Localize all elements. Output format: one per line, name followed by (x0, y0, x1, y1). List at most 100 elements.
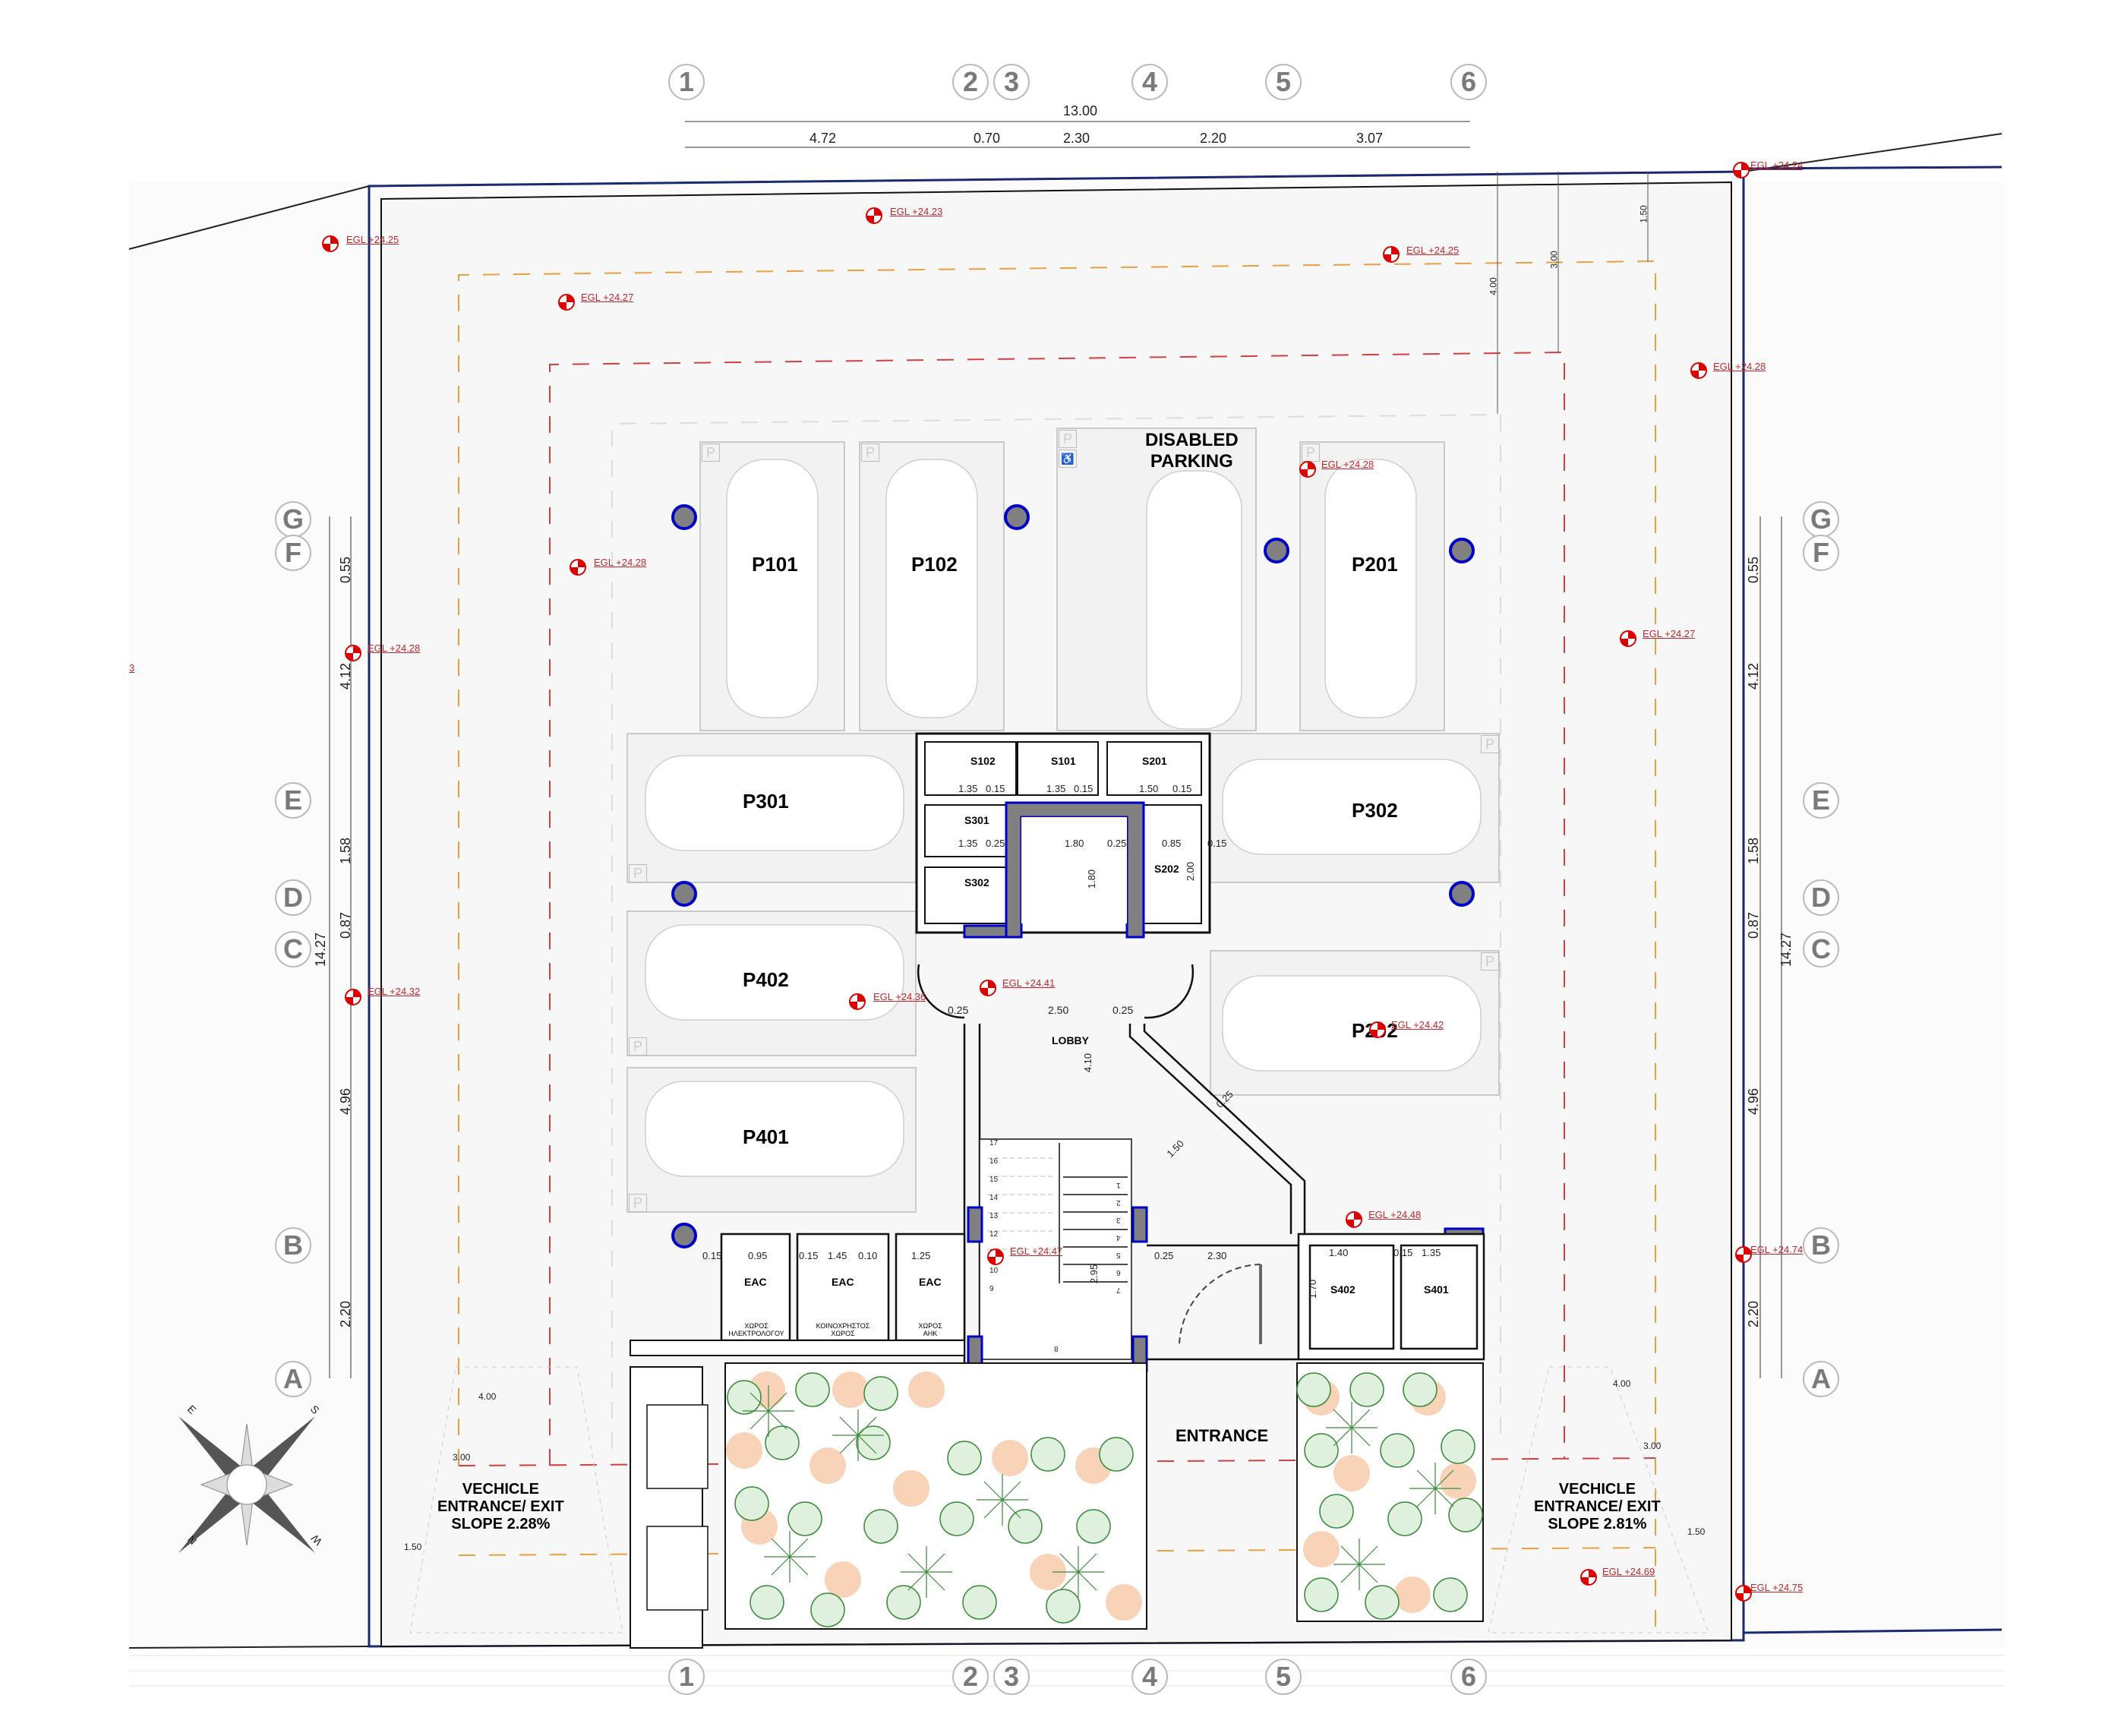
dim-seg-3: 2.30 (1063, 131, 1090, 146)
storage-label-s201: S201 (1142, 755, 1167, 767)
storage-label-s302: S302 (964, 876, 989, 889)
structural-column (671, 1223, 697, 1248)
dim-left-seg-2: 4.12 (338, 662, 354, 690)
dim-s102-width: 1.35 (958, 783, 978, 794)
egl-marker-icon (1346, 1211, 1362, 1228)
lobby-label: LOBBY (1052, 1034, 1089, 1046)
dim-s202-depth: 2.00 (1185, 861, 1197, 882)
egl-marker-icon (1620, 630, 1636, 647)
storage-label-s202: S202 (1154, 863, 1179, 875)
eac-room-1-sub-line2: ΗΛΕΚΤΡΟΛΟΓΟΥ (728, 1329, 784, 1337)
stair-step-number: 17 (989, 1139, 999, 1147)
parking-bay-label-p102: P102 (911, 553, 958, 576)
dim-s202-width: 0.85 (1162, 838, 1182, 849)
grid-bubble-C-left: C (275, 931, 311, 967)
grid-bubble-E-left: E (275, 782, 311, 819)
storage-label-s301: S301 (964, 814, 989, 826)
stair-step-number: 13 (989, 1212, 999, 1220)
stair-step-number: 2 (1116, 1198, 1121, 1207)
parking-sign-icon: P (1302, 443, 1320, 462)
stair-step-number: 1 (1116, 1181, 1121, 1189)
parking-bay-label-p401: P401 (743, 1125, 789, 1148)
grid-bubble-D-left: D (275, 879, 311, 916)
egl-level: EGL +24.47 (1010, 1245, 1063, 1257)
structural-column (1264, 538, 1289, 563)
vehicle-entrance-left-label: VECHICLE ENTRANCE/ EXIT SLOPE 2.28% (437, 1481, 564, 1533)
dim-eac-6: 1.25 (911, 1250, 931, 1261)
dim-s401-width: 1.35 (1422, 1247, 1441, 1258)
structural-column (671, 504, 697, 530)
egl-level: EGL +24.28 (368, 642, 421, 654)
egl-marker-icon (1369, 1021, 1386, 1038)
dim-right-seg-2: 4.12 (1746, 662, 1762, 690)
egl-level: EGL +24.28 (1321, 459, 1374, 470)
stair-step-number: 5 (1116, 1251, 1121, 1259)
parking-sign-icon: P (629, 1037, 647, 1056)
egl-level: EGL +24.48 (1368, 1209, 1422, 1220)
dim-eac-5: 0.10 (858, 1250, 878, 1261)
dim-s401-wall: 0.15 (1393, 1247, 1413, 1258)
dim-seg-1: 4.72 (809, 131, 837, 146)
dim-s301-wall: 0.25 (986, 838, 1005, 849)
parking-sign-icon: P (702, 443, 720, 462)
grid-bubble-C-right: C (1803, 931, 1839, 967)
dim-right-seg-1: 0.55 (1746, 556, 1762, 584)
stair-step-number: 15 (989, 1176, 999, 1184)
setback-bl-3: 3.00 (453, 1452, 471, 1463)
structural-column (1004, 504, 1030, 530)
dim-s202-wall: 0.15 (1207, 838, 1227, 849)
grid-bubble-4-bottom: 4 (1131, 1659, 1168, 1695)
egl-level: EGL +24.41 (1002, 977, 1056, 989)
parking-sign-icon: P (1481, 735, 1499, 753)
wheelchair-icon: ♿ (1059, 450, 1077, 468)
dim-seg-2: 0.70 (974, 131, 1001, 146)
grid-bubble-2-top: 2 (952, 64, 989, 100)
vehicle-left-line3: SLOPE 2.28% (451, 1516, 551, 1532)
grid-bubble-F-left: F (275, 535, 311, 571)
stair-step-number: 3 (1116, 1216, 1121, 1224)
eac-room-3-sub: ΧΩΡΟΣ ΑΗΚ (898, 1322, 963, 1338)
dim-s402-depth: 1.70 (1307, 1279, 1319, 1299)
eac-room-1-label: EAC (744, 1276, 767, 1288)
stair-step-number: 9 (989, 1285, 994, 1293)
setback-br-1-5: 1.50 (1687, 1526, 1706, 1537)
setback-bl-1-5: 1.50 (404, 1542, 422, 1552)
egl-marker-icon (1735, 1585, 1752, 1602)
egl-level: EGL +24.23 (890, 206, 943, 217)
dim-s101-wall: 0.15 (1074, 783, 1094, 794)
grid-bubble-4-top: 4 (1131, 64, 1168, 100)
dim-seg-4: 2.20 (1200, 131, 1227, 146)
grid-bubble-G-right: G (1803, 501, 1839, 538)
egl-level: EGL +24.74 (1750, 1244, 1804, 1255)
egl-marker-icon (345, 645, 361, 661)
storage-label-s402: S402 (1330, 1283, 1355, 1296)
disabled-parking-line1: DISABLED (1145, 430, 1239, 450)
egl-marker-icon (1299, 461, 1316, 478)
dim-left-overall: 14.27 (313, 932, 329, 967)
grid-bubble-E-right: E (1803, 782, 1839, 819)
dim-s201-wall: 0.15 (1172, 783, 1192, 794)
eac-room-2-sub-line1: ΚΟΙΝΟΧΡΗΣΤΟΣ (816, 1322, 870, 1330)
dim-lift-width: 1.80 (1065, 838, 1084, 849)
setback-top-1-5: 1.50 (1638, 205, 1649, 223)
grid-bubble-2-bottom: 2 (952, 1659, 989, 1695)
structural-column (1449, 881, 1475, 907)
dim-s101-width: 1.35 (1046, 783, 1066, 794)
vehicle-left-line1: VECHICLE (462, 1481, 539, 1498)
dim-left-seg-5: 4.96 (338, 1087, 354, 1116)
egl-marker-icon (980, 980, 996, 996)
vehicle-right-line3: SLOPE 2.81% (1548, 1516, 1647, 1532)
eac-room-2-sub: ΚΟΙΝΟΧΡΗΣΤΟΣ ΧΩΡΟΣ (799, 1322, 887, 1338)
dim-lift-wall: 0.25 (1107, 838, 1127, 849)
grid-bubble-3-top: 3 (993, 64, 1030, 100)
grid-bubble-D-right: D (1803, 879, 1839, 916)
dim-s201-width: 1.50 (1139, 783, 1159, 794)
egl-level: EGL +24.75 (1750, 1582, 1804, 1593)
egl-level: EGL +24.69 (1602, 1566, 1655, 1577)
stair-step-number: 6 (1116, 1268, 1121, 1277)
egl-marker-icon (558, 294, 575, 311)
egl-marker-icon (987, 1248, 1004, 1265)
parking-sign-icon: P (629, 1194, 647, 1212)
egl-marker-icon (1735, 1246, 1752, 1263)
egl-level: EGL +24.36 (873, 991, 926, 1002)
